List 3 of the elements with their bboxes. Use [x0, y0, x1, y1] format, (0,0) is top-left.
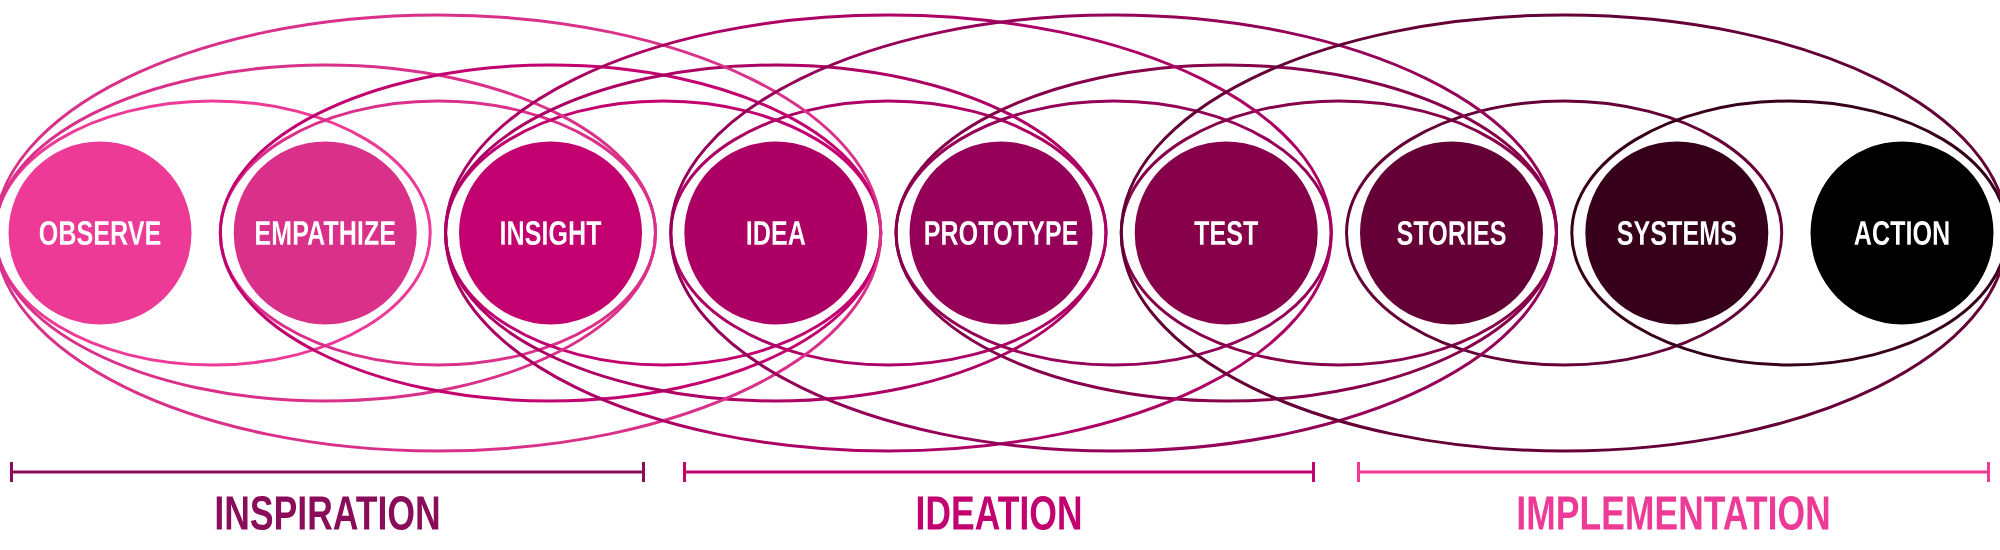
phase-label: IMPLEMENTATION [1518, 496, 1829, 530]
phase-label: INSPIRATION [216, 496, 439, 530]
phase-label: IDEATION [917, 496, 1081, 530]
